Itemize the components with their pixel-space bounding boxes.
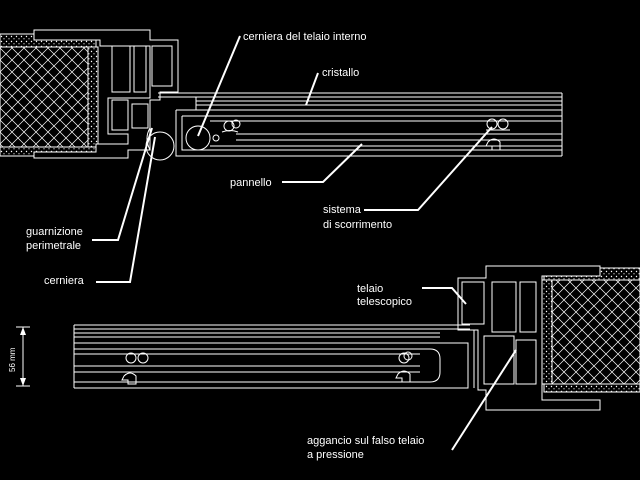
callout-labels: cerniera del telaio interno cristallo pa… bbox=[26, 31, 424, 461]
top-assembly bbox=[0, 29, 563, 161]
label-guarnizione-line2: perimetrale bbox=[26, 240, 81, 252]
top-wall-insulation bbox=[0, 46, 89, 148]
leader-cerniera bbox=[96, 136, 156, 283]
leader-lines bbox=[92, 35, 517, 451]
leader-aggancio bbox=[451, 349, 517, 451]
leader-cerniera-telaio-interno bbox=[197, 35, 241, 137]
bottom-wall-insulation bbox=[551, 279, 640, 385]
dimension-label: 56 mm bbox=[8, 347, 17, 372]
label-sistema-line1: sistema bbox=[323, 204, 362, 216]
label-telaio-line2: telescopico bbox=[357, 296, 412, 308]
leader-telaio bbox=[422, 287, 467, 305]
bottom-assembly: 56 mm bbox=[8, 265, 640, 411]
label-cerniera: cerniera bbox=[44, 275, 85, 287]
top-glass-pane bbox=[158, 92, 562, 110]
bottom-sliding-panel bbox=[74, 330, 475, 389]
label-guarnizione-line1: guarnizione bbox=[26, 226, 83, 238]
leader-sistema bbox=[364, 126, 493, 211]
label-aggancio-line1: aggancio sul falso telaio bbox=[307, 435, 424, 447]
label-cerniera-telaio-interno: cerniera del telaio interno bbox=[243, 31, 367, 43]
top-roller-left bbox=[221, 119, 241, 133]
label-telaio-line1: telaio bbox=[357, 283, 383, 295]
dimension-marker: 56 mm bbox=[8, 326, 30, 387]
label-cristallo: cristallo bbox=[322, 67, 359, 79]
label-pannello: pannello bbox=[230, 177, 272, 189]
label-sistema-line2: di scorrimento bbox=[323, 219, 392, 231]
leader-cristallo bbox=[305, 72, 319, 106]
leader-guarnizione bbox=[92, 127, 153, 241]
bottom-roller-left bbox=[121, 352, 149, 385]
top-hinge-pin bbox=[185, 125, 211, 151]
label-aggancio-line2: a pressione bbox=[307, 449, 364, 461]
bottom-roller-right bbox=[395, 351, 413, 383]
top-sliding-panel bbox=[175, 93, 563, 157]
leader-pannello bbox=[282, 143, 363, 183]
bottom-glass-pane bbox=[73, 324, 470, 388]
